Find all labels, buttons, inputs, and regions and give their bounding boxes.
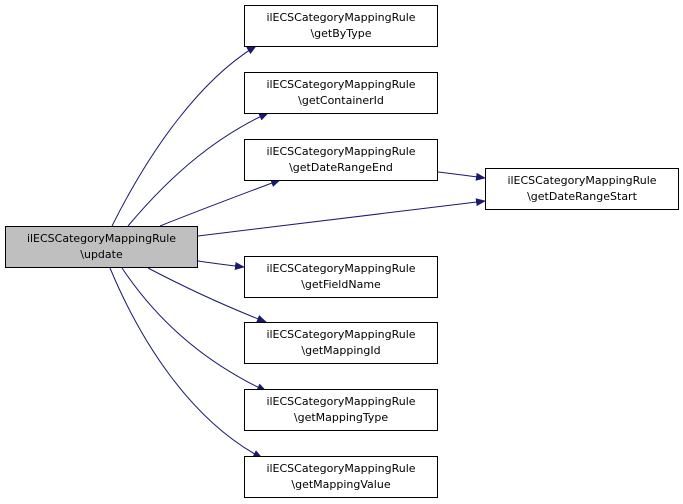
node-getcontainerid-line2: \getContainerId	[298, 94, 384, 107]
edge-update-to-getcontainerid	[127, 112, 269, 227]
edge-update-to-getfieldname	[197, 260, 245, 270]
node-getdaterangestart-line1: ilECSCategoryMappingRule	[507, 174, 657, 187]
node-getmappingvalue[interactable]: ilECSCategoryMappingRule \getMappingValu…	[244, 456, 438, 498]
edge-update-to-getdaterangestart	[197, 198, 486, 237]
node-getfieldname-line2: \getFieldName	[301, 278, 381, 291]
node-getmappingtype[interactable]: ilECSCategoryMappingRule \getMappingType	[244, 389, 438, 431]
edge-getdaterangeend-to-getdaterangestart	[437, 171, 486, 181]
node-update[interactable]: ilECSCategoryMappingRule \update	[5, 226, 198, 268]
node-getdaterangestart-line2: \getDateRangeStart	[527, 190, 637, 203]
node-update-line2: \update	[80, 248, 123, 261]
node-getmappingtype-line1: ilECSCategoryMappingRule	[266, 395, 416, 408]
node-getbytype-line1: ilECSCategoryMappingRule	[266, 11, 416, 24]
edge-update-to-getdaterangeend	[159, 179, 281, 227]
node-getdaterangeend[interactable]: ilECSCategoryMappingRule \getDateRangeEn…	[244, 139, 438, 181]
node-getmappingtype-line2: \getMappingType	[293, 411, 389, 424]
node-getbytype[interactable]: ilECSCategoryMappingRule \getByType	[244, 5, 438, 47]
edge-update-to-getmappingtype	[121, 267, 267, 392]
node-getmappingvalue-line1: ilECSCategoryMappingRule	[266, 462, 416, 475]
edge-update-to-getbytype	[111, 45, 257, 227]
node-getfieldname[interactable]: ilECSCategoryMappingRule \getFieldName	[244, 256, 438, 298]
node-getmappingvalue-line2: \getMappingValue	[291, 478, 391, 491]
node-getmappingid-line1: ilECSCategoryMappingRule	[266, 328, 416, 341]
node-getmappingid-line2: \getMappingId	[301, 344, 381, 357]
node-getcontainerid-line1: ilECSCategoryMappingRule	[266, 78, 416, 91]
node-getdaterangestart[interactable]: ilECSCategoryMappingRule \getDateRangeSt…	[485, 168, 679, 210]
node-update-line1: ilECSCategoryMappingRule	[26, 232, 177, 245]
node-getfieldname-line1: ilECSCategoryMappingRule	[266, 262, 416, 275]
edge-update-to-getmappingid	[147, 267, 267, 323]
node-getdaterangeend-line2: \getDateRangeEnd	[289, 161, 393, 174]
node-getcontainerid[interactable]: ilECSCategoryMappingRule \getContainerId	[244, 72, 438, 114]
node-getmappingid[interactable]: ilECSCategoryMappingRule \getMappingId	[244, 322, 438, 364]
edge-update-to-getmappingvalue	[109, 267, 263, 459]
node-getbytype-line2: \getByType	[310, 27, 372, 40]
node-getdaterangeend-line1: ilECSCategoryMappingRule	[266, 145, 416, 158]
